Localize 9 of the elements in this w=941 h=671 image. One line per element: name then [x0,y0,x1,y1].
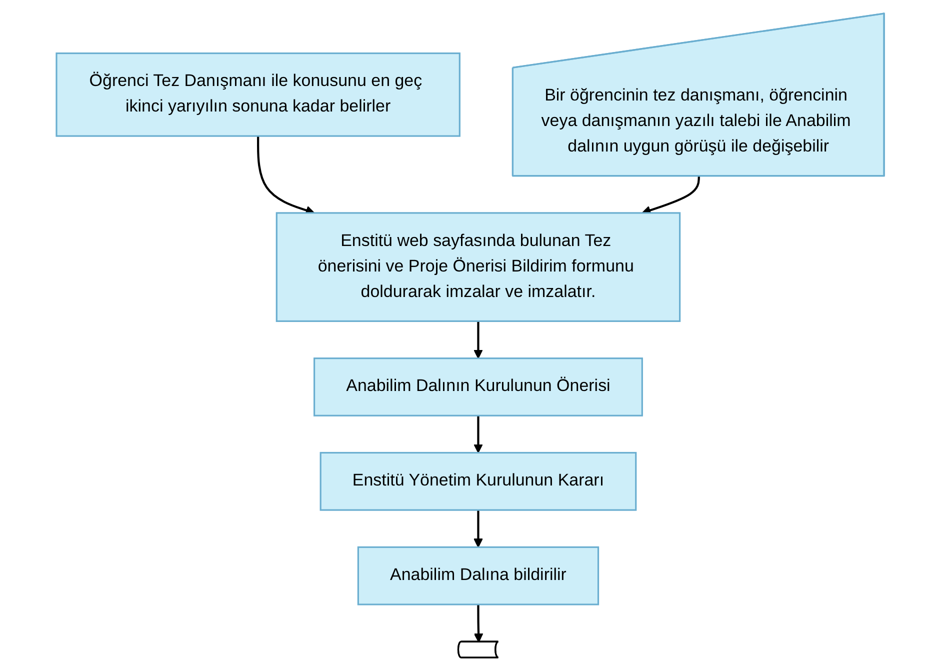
arrow [474,321,484,359]
arrow [474,416,484,454]
node-box: Enstitü web sayfasında bulunan Tez önerisini ve Proje Önerisi Bildirim formunu doldurarak imzalar ve imzalatır. [276,212,681,322]
node-box: Anabilim Dalının Kurulunun Önerisi [314,358,644,416]
arrow [474,510,484,548]
node-box: Anabilim Dalına bildirilir [358,546,600,606]
arrow [474,604,484,643]
node-box: Öğrenci Tez Danışmanı ile konusunu en geç ikinci yarıyılın sonuna kadar belirler [56,52,461,137]
node-box: Enstitü Yönetim Kurulunun Kararı [320,452,637,511]
